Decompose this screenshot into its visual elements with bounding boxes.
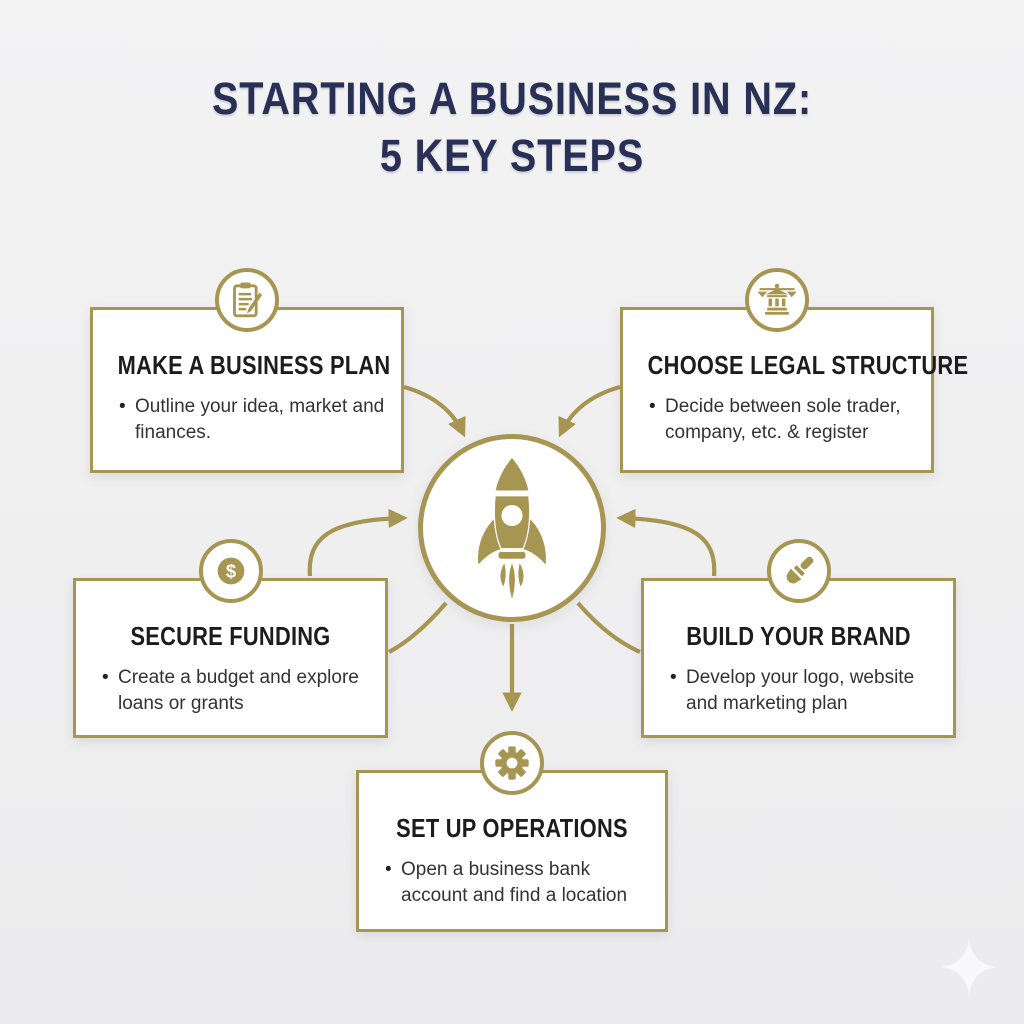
- bullet-marker: •: [102, 667, 109, 688]
- gear-icon: [495, 746, 529, 780]
- step-card-build-brand: BUILD YOUR BRAND • Develop your logo, we…: [641, 539, 956, 738]
- step-description: • Open a business bank account and find …: [359, 857, 665, 909]
- step-title: MAKE A BUSINESS PLAN: [117, 350, 391, 380]
- step-badge: [766, 539, 831, 603]
- bullet-marker: •: [119, 396, 126, 417]
- step-card-secure-funding: $ SECURE FUNDING • Create a budget and e…: [73, 539, 388, 738]
- page-title: STARTING A BUSINESS IN NZ: 5 KEY STEPS: [0, 70, 1024, 184]
- title-line-2: 5 KEY STEPS: [379, 130, 645, 182]
- svg-text:$: $: [225, 561, 235, 582]
- center-hub: [418, 434, 606, 622]
- bullet-marker: •: [649, 396, 656, 417]
- step-description: • Create a budget and explore loans or g…: [76, 665, 385, 717]
- step-badge: [745, 268, 809, 332]
- step-card-business-plan: MAKE A BUSINESS PLAN • Outline your idea…: [90, 268, 404, 473]
- step-card-legal-structure: CHOOSE LEGAL STRUCTURE • Decide between …: [620, 268, 969, 473]
- curve-center-to-brand: [576, 601, 641, 654]
- dollar-sign-icon: $: [217, 557, 244, 585]
- sparkle-icon: [941, 939, 997, 995]
- bullet-marker: •: [385, 859, 392, 880]
- step-description: • Develop your logo, website and marketi…: [644, 665, 953, 717]
- arrow-plan-to-center: [403, 384, 466, 438]
- step-badge: [215, 268, 279, 332]
- step-card-operations: SET UP OPERATIONS • Open a business bank…: [356, 731, 668, 932]
- courthouse-scales-icon: [757, 283, 797, 315]
- step-description: • Outline your idea, market and finances…: [93, 394, 401, 446]
- paintbrush-icon: [786, 556, 813, 584]
- step-title: SET UP OPERATIONS: [396, 813, 628, 843]
- arrow-brand-to-center: [616, 508, 717, 577]
- curve-center-to-funding: [388, 601, 448, 654]
- step-badge: [480, 731, 544, 795]
- step-description: • Decide between sole trader, company, e…: [623, 394, 931, 446]
- bullet-marker: •: [670, 667, 677, 688]
- rocket-icon: [478, 457, 546, 600]
- title-line-1: STARTING A BUSINESS IN NZ:: [211, 73, 813, 124]
- clipboard-pencil-icon: [233, 282, 262, 318]
- arrow-legal-to-center: [558, 384, 621, 438]
- step-title: SECURE FUNDING: [130, 621, 331, 651]
- step-badge: $: [198, 539, 263, 603]
- arrow-funding-to-center: [307, 508, 408, 577]
- step-title: CHOOSE LEGAL STRUCTURE: [647, 350, 969, 380]
- step-title: BUILD YOUR BRAND: [686, 621, 911, 651]
